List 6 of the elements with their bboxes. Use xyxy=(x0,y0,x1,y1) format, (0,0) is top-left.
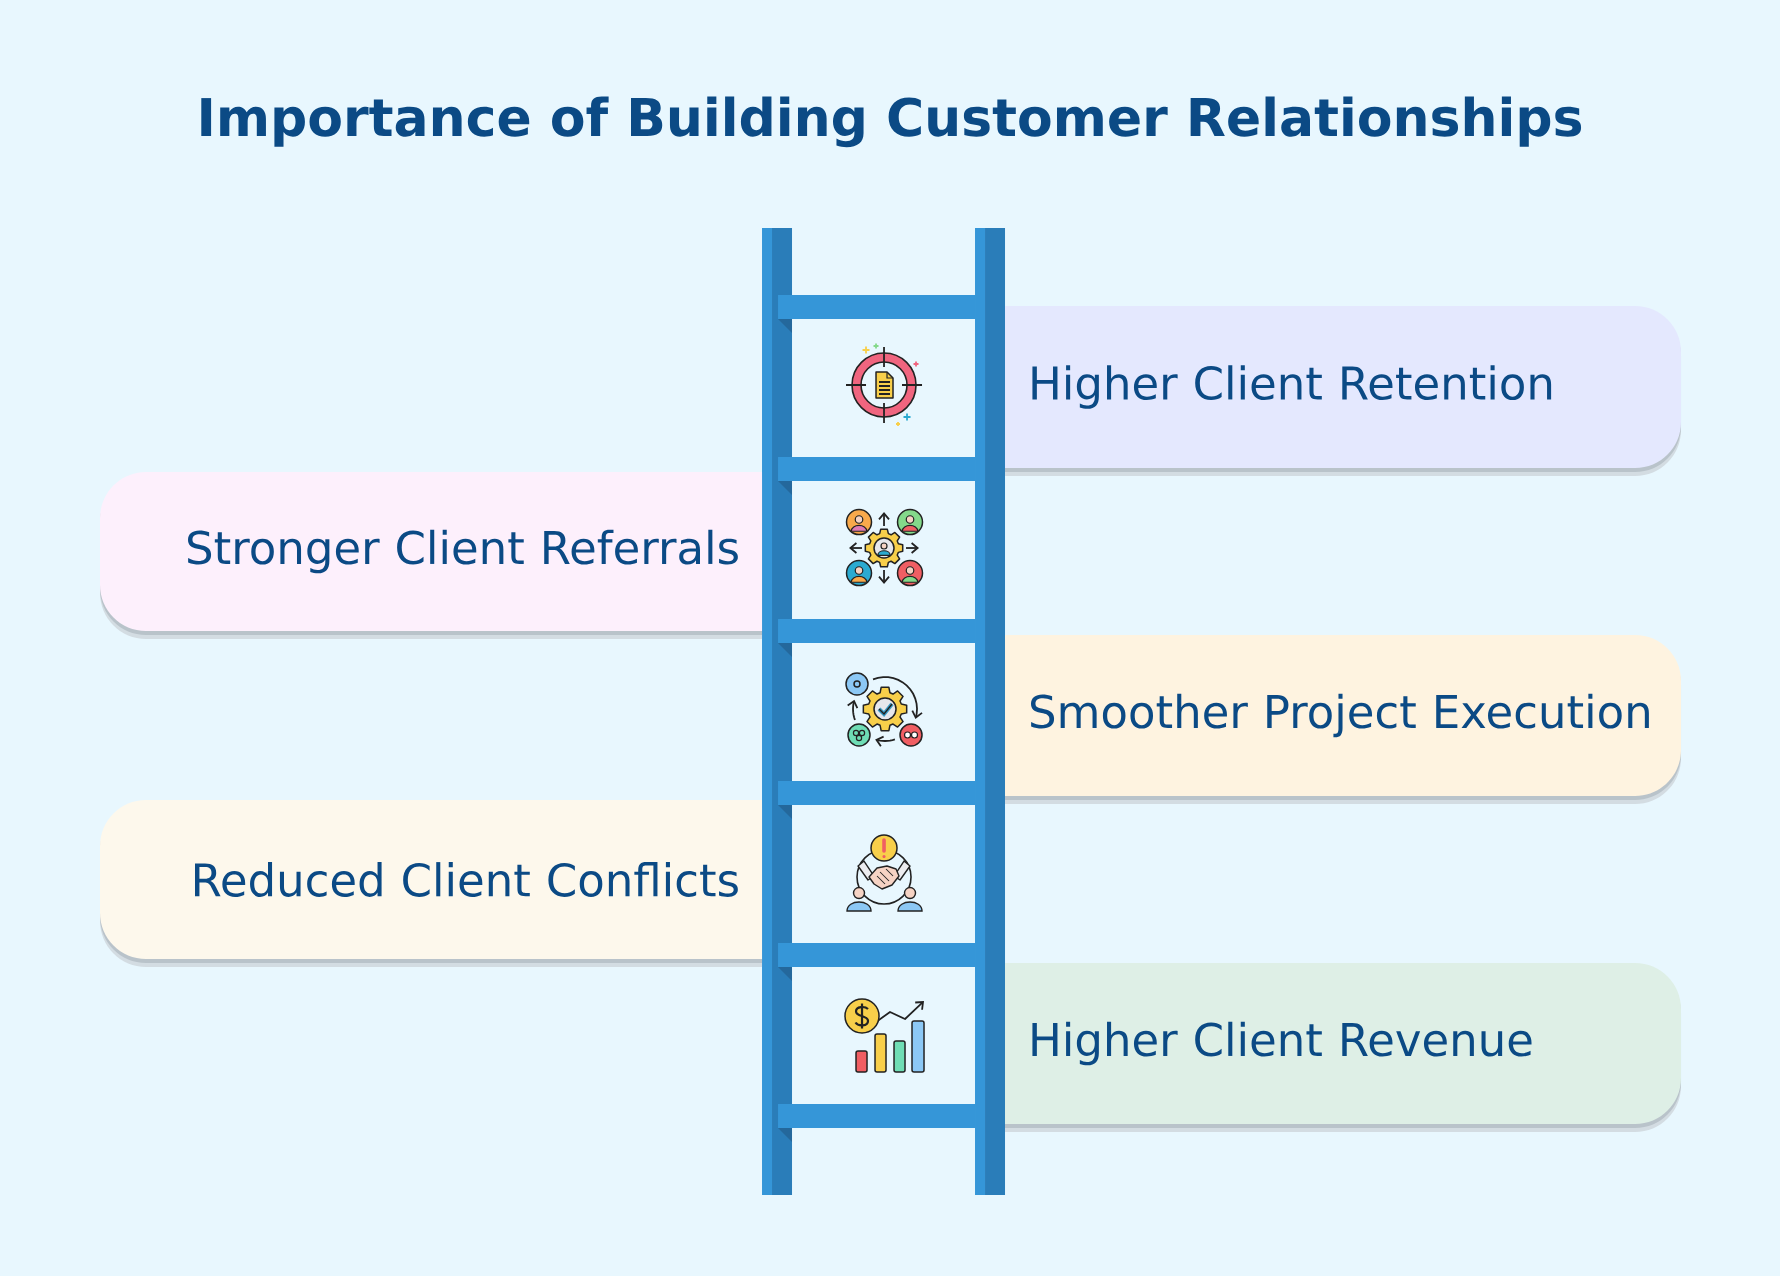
benefit-box: Reduced Client Conflicts xyxy=(100,800,762,967)
benefit-box: Stronger Client Referrals xyxy=(100,472,762,639)
benefit-box: Higher Client Retention xyxy=(1005,306,1681,476)
benefit-box: Smoother Project Execution xyxy=(1005,635,1681,804)
title: Importance of Building Customer Relationships xyxy=(201,96,1582,148)
benefit-box: Higher Client Revenue xyxy=(1005,963,1681,1132)
